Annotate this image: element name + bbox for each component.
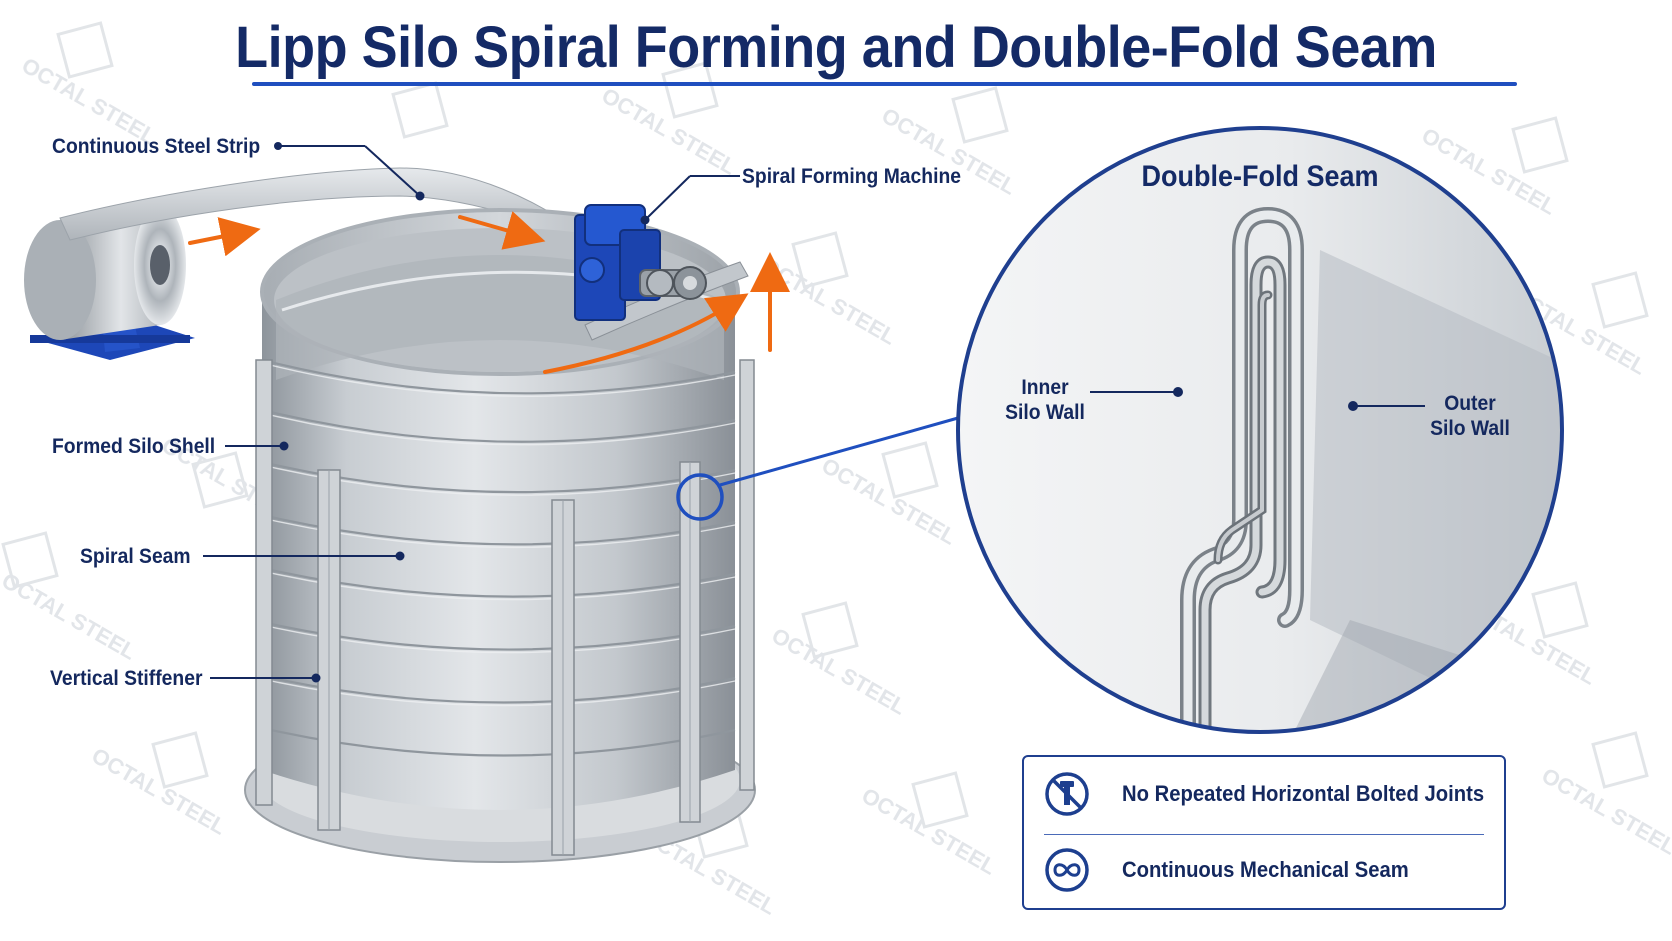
spiral-forming-machine — [574, 204, 749, 341]
label-inner-line2: Silo Wall — [1005, 401, 1085, 424]
watermark-text: OCTAL STEEL — [0, 568, 141, 665]
watermark-text: OCTAL STEEL — [758, 253, 901, 350]
seam-inset — [956, 126, 1564, 734]
watermark-text: OCTAL STEEL — [818, 453, 961, 550]
watermark-text: OCTAL STEEL — [1538, 763, 1672, 860]
label-outer-line2: Silo Wall — [1430, 417, 1510, 440]
watermark-layer — [1, 21, 1649, 859]
watermark-text: OCTAL STEEL — [88, 743, 231, 840]
label-formed-silo-shell: Formed Silo Shell — [52, 435, 216, 458]
label-outer-line1: Outer — [1444, 392, 1496, 415]
page-title: Lipp Silo Spiral Forming and Double-Fold… — [235, 15, 1437, 80]
no-bolt-icon — [1045, 772, 1089, 816]
infinity-icon — [1045, 848, 1089, 892]
benefit-item: Continuous Mechanical Seam — [1024, 833, 1504, 907]
title-underline — [252, 82, 1517, 86]
leader-lines — [203, 142, 740, 683]
watermark-text: OCTAL STEEL — [858, 783, 1001, 880]
zoom-connector — [676, 416, 959, 521]
silo-body — [244, 208, 756, 863]
benefit-text: No Repeated Horizontal Bolted Joints — [1122, 781, 1485, 806]
label-spiral-forming-machine: Spiral Forming Machine — [742, 165, 962, 188]
inset-title: Double-Fold Seam — [1141, 160, 1379, 193]
benefit-divider — [1044, 834, 1484, 835]
steel-coil — [24, 205, 195, 360]
benefit-text: Continuous Mechanical Seam — [1122, 857, 1409, 882]
watermark-text: OCTAL STEEL — [768, 623, 911, 720]
benefit-item: No Repeated Horizontal Bolted Joints — [1024, 757, 1504, 831]
label-vertical-stiffener: Vertical Stiffener — [50, 667, 203, 690]
flow-arrows — [188, 211, 790, 374]
label-outer-silo-wall: Outer Silo Wall — [1419, 391, 1520, 441]
label-inner-silo-wall: Inner Silo Wall — [994, 375, 1095, 425]
label-inner-line1: Inner — [1021, 376, 1069, 399]
benefits-panel: No Repeated Horizontal Bolted Joints Con… — [1022, 755, 1506, 910]
label-continuous-steel-strip: Continuous Steel Strip — [52, 135, 261, 158]
label-spiral-seam: Spiral Seam — [80, 545, 191, 568]
